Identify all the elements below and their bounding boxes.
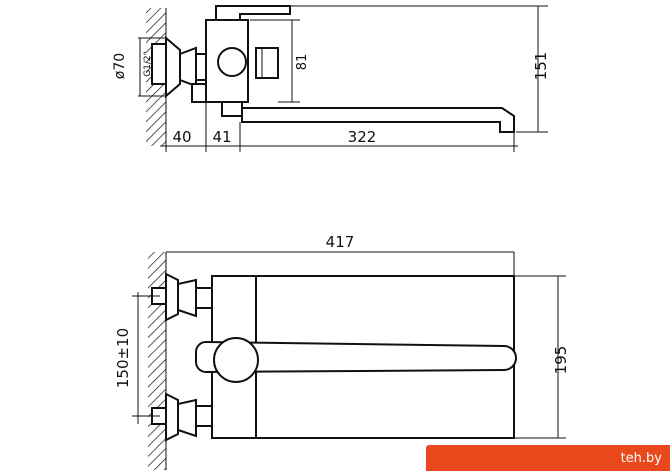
- dim-40-label: 40: [172, 128, 191, 146]
- dim-thread-label: G1/2": [143, 51, 153, 77]
- dim-150-label: 150±10: [114, 328, 132, 388]
- lever-top: [215, 5, 291, 21]
- dim-41-label: 41: [212, 128, 231, 146]
- handle-circle-top: [217, 47, 247, 77]
- eccentric-connector-upper: [151, 272, 213, 322]
- dim-195-label: 195: [552, 346, 570, 375]
- dim-322-label: 322: [348, 128, 377, 146]
- dim-417-label: 417: [326, 233, 355, 251]
- wall-hatch-front: [148, 252, 166, 470]
- diverter-knob: [255, 47, 279, 79]
- handle-hub-front: [213, 337, 259, 383]
- watermark-badge: teh.by: [426, 445, 670, 471]
- dim-151-label: 151: [532, 52, 550, 81]
- eccentric-connector-lower: [151, 392, 213, 442]
- spout-base: [221, 101, 243, 117]
- dim-81-label: 81: [295, 54, 310, 71]
- eccentric-connector-top: [151, 35, 207, 99]
- shower-outlet: [191, 83, 207, 103]
- dim-diameter-label: ø70: [112, 53, 128, 79]
- front-view: 417 150±10 195: [114, 233, 570, 470]
- top-view: 81 151 ø70 G1/2" 40 41 322: [112, 5, 550, 152]
- spout-top: [241, 107, 515, 133]
- watermark-text: teh.by: [620, 450, 662, 466]
- handle-lever-front: [195, 340, 517, 374]
